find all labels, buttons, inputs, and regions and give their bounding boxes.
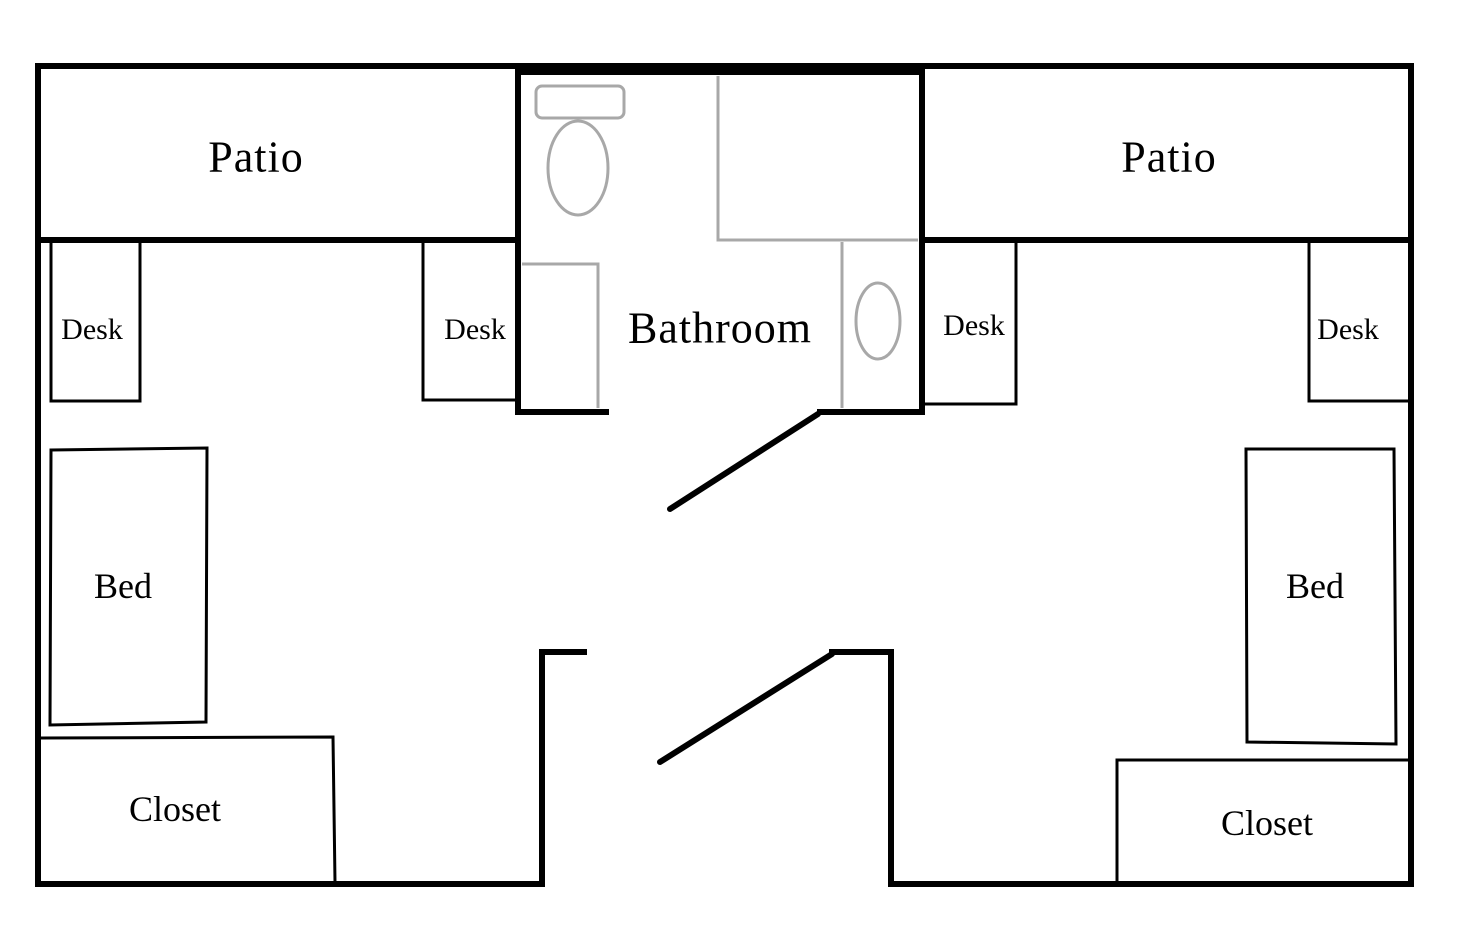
vanity-left: [522, 262, 600, 408]
wall-bottom-right: [829, 649, 1414, 887]
desk-2-label: Desk: [444, 313, 506, 346]
closet-right-label: Closet: [1220, 803, 1314, 843]
closet-right-outline: [1115, 758, 1409, 882]
bathroom-walls: [515, 65, 925, 415]
closet-left-outline: [39, 735, 337, 883]
patio-right-label: Patio: [1121, 132, 1217, 182]
desk-2-outline: [421, 240, 516, 402]
desk-3-label: Desk: [943, 309, 1005, 342]
bathroom-fixtures: [522, 76, 918, 408]
bathroom-label: Bathroom: [628, 303, 812, 353]
bed-right-outline: [1244, 447, 1398, 746]
desk-1-outline: [49, 240, 142, 403]
outer-walls: [35, 63, 1414, 887]
desk-4-outline: [1307, 238, 1409, 403]
doors: [657, 411, 835, 765]
shower-stall: [716, 76, 918, 242]
toilet-tank: [534, 84, 626, 120]
toilet-bowl: [546, 119, 610, 217]
furniture: [39, 238, 1409, 883]
wall-bottom-left: [35, 649, 587, 887]
desk-3-outline: [924, 240, 1018, 406]
bathroom-door: [667, 411, 821, 512]
sink-basin: [854, 281, 902, 361]
bed-right-label: Bed: [1286, 566, 1344, 606]
bed-left-outline: [48, 446, 209, 727]
patio-left-label: Patio: [208, 132, 304, 182]
closet-left-label: Closet: [128, 789, 222, 829]
bed-left-label: Bed: [94, 566, 152, 606]
desk-1-label: Desk: [61, 313, 123, 346]
desk-4-label: Desk: [1317, 313, 1379, 346]
entry-door: [657, 651, 835, 765]
